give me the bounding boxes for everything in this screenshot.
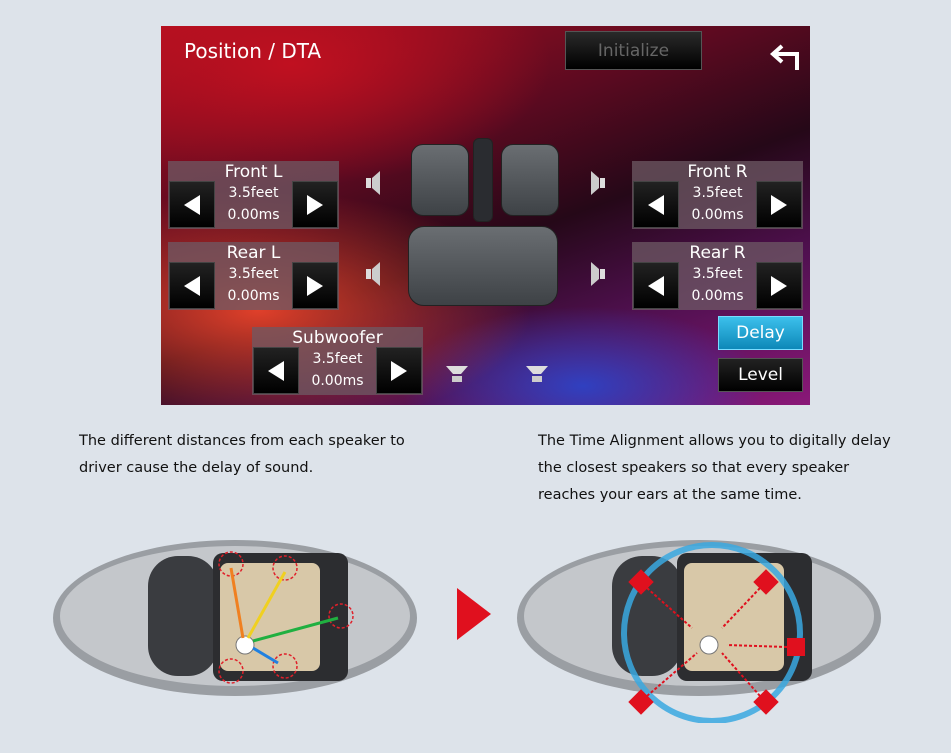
delay-value: 0.00ms bbox=[227, 207, 280, 223]
speaker-front-right-icon bbox=[591, 171, 605, 195]
increase-button[interactable] bbox=[756, 262, 802, 309]
channel-rear-r: Rear R 3.5feet 0.00ms bbox=[632, 242, 803, 310]
description-line: The Time Alignment allows you to digital… bbox=[538, 433, 891, 449]
position-dta-screen: Position / DTA Initialize Front L 3.5fee… bbox=[161, 26, 810, 405]
front-right-seat bbox=[501, 144, 559, 216]
speaker-rear-left-icon bbox=[366, 262, 380, 286]
distance-value: 3.5feet bbox=[692, 185, 743, 201]
arrow-right-icon bbox=[457, 588, 491, 640]
channel-subwoofer: Subwoofer 3.5feet 0.00ms bbox=[252, 327, 423, 395]
description-line: The different distances from each speake… bbox=[79, 433, 405, 449]
left-arrow-icon bbox=[648, 275, 664, 296]
back-arrow-icon[interactable] bbox=[767, 42, 801, 74]
delay-value: 0.00ms bbox=[691, 288, 744, 304]
initialize-button[interactable]: Initialize bbox=[565, 31, 702, 70]
subwoofer-left-icon bbox=[446, 366, 468, 382]
right-arrow-icon bbox=[391, 360, 407, 381]
channel-rear-l: Rear L 3.5feet 0.00ms bbox=[168, 242, 339, 310]
car-distance-illustration bbox=[53, 540, 417, 696]
channel-label: Rear R bbox=[689, 243, 746, 263]
center-console bbox=[473, 138, 493, 222]
description-line: the closest speakers so that every speak… bbox=[538, 460, 850, 476]
increase-button[interactable] bbox=[376, 347, 422, 394]
decrease-button[interactable] bbox=[633, 181, 679, 228]
speaker-front-left-icon bbox=[366, 171, 380, 195]
right-description: The Time Alignment allows you to digital… bbox=[538, 428, 891, 509]
delay-value: 0.00ms bbox=[691, 207, 744, 223]
level-button[interactable]: Level bbox=[718, 358, 803, 392]
delay-value: 0.00ms bbox=[227, 288, 280, 304]
decrease-button[interactable] bbox=[169, 262, 215, 309]
right-arrow-icon bbox=[307, 194, 323, 215]
decrease-button[interactable] bbox=[633, 262, 679, 309]
increase-button[interactable] bbox=[292, 262, 338, 309]
distance-value: 3.5feet bbox=[692, 266, 743, 282]
distance-value: 3.5feet bbox=[228, 185, 279, 201]
channel-front-l: Front L 3.5feet 0.00ms bbox=[168, 161, 339, 229]
channel-label: Front L bbox=[224, 162, 283, 182]
channel-label: Subwoofer bbox=[292, 328, 383, 348]
channel-label: Rear L bbox=[226, 243, 281, 263]
channel-label: Front R bbox=[687, 162, 748, 182]
decrease-button[interactable] bbox=[253, 347, 299, 394]
left-arrow-icon bbox=[648, 194, 664, 215]
front-left-seat bbox=[411, 144, 469, 216]
delay-value: 0.00ms bbox=[311, 373, 364, 389]
delay-button[interactable]: Delay bbox=[718, 316, 803, 350]
channel-front-r: Front R 3.5feet 0.00ms bbox=[632, 161, 803, 229]
description-line: reaches your ears at the same time. bbox=[538, 487, 802, 503]
right-arrow-icon bbox=[307, 275, 323, 296]
left-description: The different distances from each speake… bbox=[79, 428, 405, 482]
distance-value: 3.5feet bbox=[312, 351, 363, 367]
page-title: Position / DTA bbox=[184, 39, 322, 63]
left-arrow-icon bbox=[184, 194, 200, 215]
increase-button[interactable] bbox=[292, 181, 338, 228]
distance-value: 3.5feet bbox=[228, 266, 279, 282]
subwoofer-right-icon bbox=[526, 366, 548, 382]
left-arrow-icon bbox=[268, 360, 284, 381]
car-time-alignment-illustration bbox=[517, 540, 881, 723]
speaker-rear-right-icon bbox=[591, 262, 605, 286]
decrease-button[interactable] bbox=[169, 181, 215, 228]
increase-button[interactable] bbox=[756, 181, 802, 228]
left-arrow-icon bbox=[184, 275, 200, 296]
description-line: driver cause the delay of sound. bbox=[79, 460, 314, 476]
right-arrow-icon bbox=[771, 275, 787, 296]
right-arrow-icon bbox=[771, 194, 787, 215]
rear-seat bbox=[408, 226, 558, 306]
